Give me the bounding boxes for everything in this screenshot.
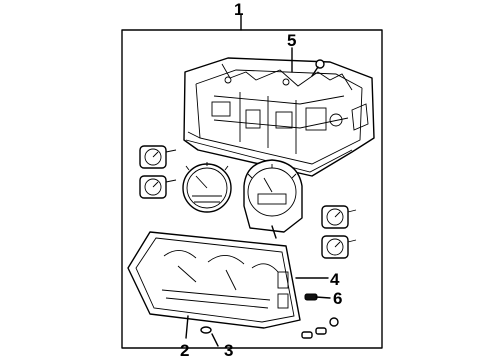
callout-2: 2	[180, 341, 189, 360]
callout-5: 5	[287, 31, 296, 50]
small-gauge-upper-right	[321, 205, 357, 229]
small-gauge-lower-left	[139, 175, 177, 199]
callout-3: 3	[224, 341, 233, 360]
callout-1: 1	[234, 0, 243, 19]
callout-leaders	[185, 47, 331, 347]
mounting-screw-icon	[311, 59, 325, 77]
cluster-housing	[183, 57, 375, 177]
callout-4: 4	[330, 270, 340, 289]
speedometer-gauge	[182, 162, 232, 213]
small-gauge-upper-left	[139, 145, 177, 169]
tachometer-gauge	[243, 159, 303, 239]
indicator-bulbs-icon	[301, 317, 339, 339]
assembly-frame	[121, 14, 383, 349]
callout-6: 6	[333, 289, 342, 308]
lens-clip-icon	[200, 326, 212, 334]
cluster-lens-bezel	[127, 231, 301, 329]
small-gauge-lower-right	[321, 235, 357, 259]
bulb-socket-icon	[304, 293, 318, 301]
